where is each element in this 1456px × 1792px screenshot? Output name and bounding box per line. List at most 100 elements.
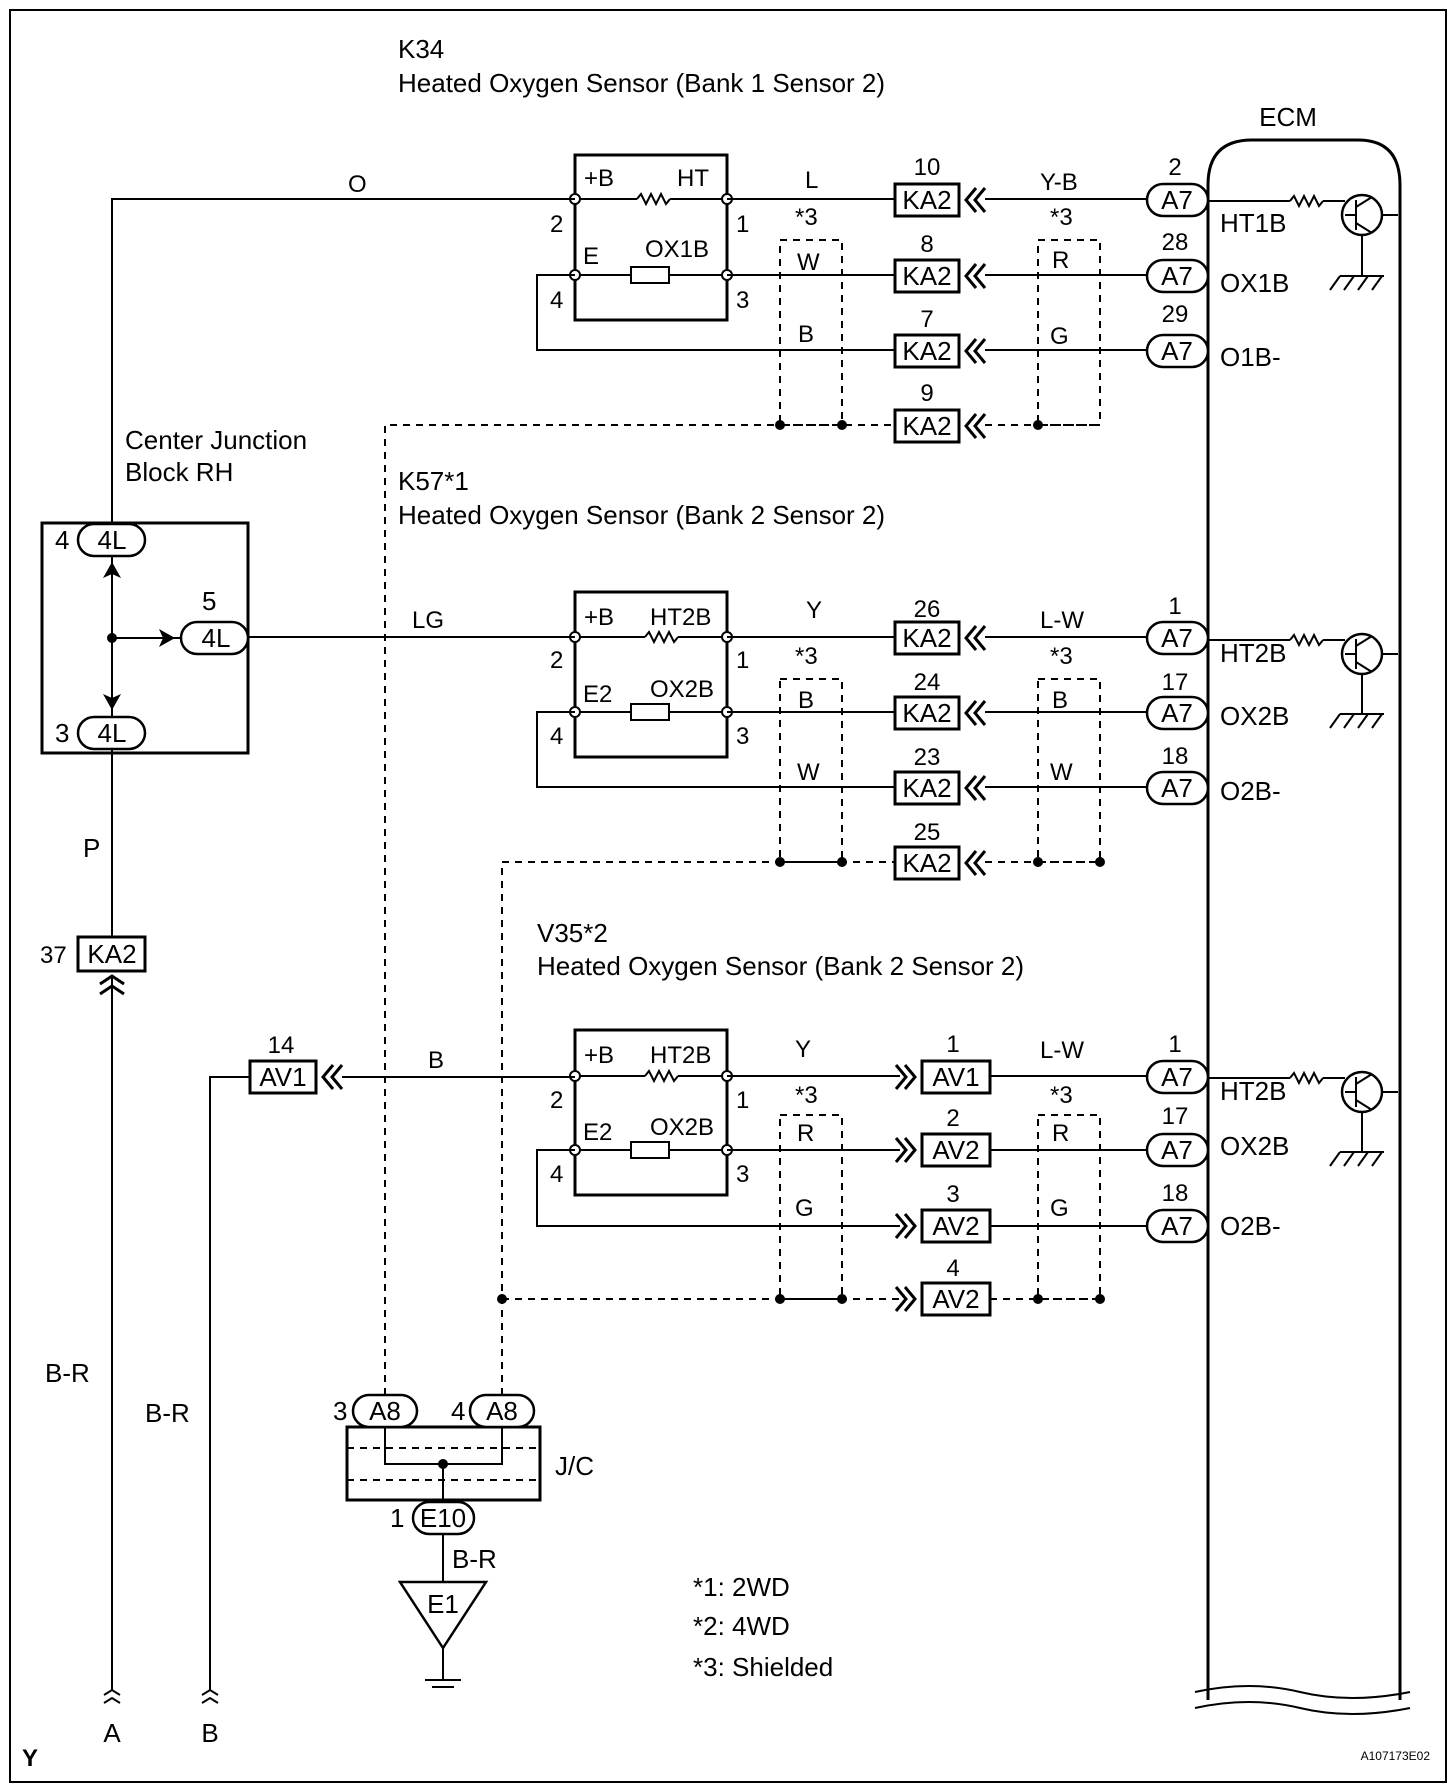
wire-b-v35: B	[428, 1047, 444, 1074]
av2-connector-3: AV2 3	[894, 1181, 992, 1244]
cjb-pin-4: 4	[55, 525, 69, 555]
ka2-connector-37: KA2 37	[40, 935, 147, 996]
ka2-connector-8: KA2 8	[893, 231, 987, 294]
a7-pin: 28	[1162, 229, 1189, 256]
av2-connector-4: AV2 4	[894, 1255, 992, 1317]
wire-l: L	[805, 167, 818, 194]
ka2-pin: 7	[920, 306, 933, 333]
v35-ox2b-label: OX2B	[650, 1114, 714, 1141]
ecm-o1b-label: O1B-	[1220, 342, 1281, 372]
transistor-icon-bank2-v35	[1329, 1070, 1398, 1167]
ka2-pin: 25	[914, 819, 941, 846]
ka2-connector-26: KA2 26	[893, 596, 987, 656]
a8-label-3: A8	[369, 1396, 401, 1426]
av-pin: 3	[946, 1181, 959, 1208]
k34-plusb-label: +B	[584, 165, 614, 192]
v35-pin3: 3	[736, 1161, 749, 1188]
ka2-label: KA2	[87, 939, 136, 969]
av1-label: AV1	[259, 1062, 306, 1092]
ka2-pin: 9	[920, 380, 933, 407]
ka2-pin: 8	[920, 231, 933, 258]
ecm-box: ECM	[1194, 102, 1411, 1715]
note-shielded: *3: Shielded	[693, 1652, 833, 1682]
ka2-label: KA2	[902, 773, 951, 803]
wire-lw-v35: L-W	[1040, 1037, 1084, 1064]
k57-plusb-label: +B	[584, 604, 614, 631]
ecm-o2b-label-k57: O2B-	[1220, 776, 1281, 806]
a7-label: A7	[1161, 185, 1193, 215]
k34-ht-label: HT	[677, 165, 709, 192]
ka2-pin: 26	[914, 596, 941, 623]
wire-o: O	[348, 171, 367, 198]
junction-connector-jc: A8 3 A8 4 J/C	[333, 1393, 594, 1502]
ka2-label: KA2	[902, 623, 951, 653]
ka2-pin: 23	[914, 744, 941, 771]
k57-name: Heated Oxygen Sensor (Bank 2 Sensor 2)	[398, 500, 885, 530]
k57-ox2b-label: OX2B	[650, 676, 714, 703]
k57-pin4: 4	[550, 723, 563, 750]
cjb-4l-mid: 4L	[202, 623, 231, 653]
ka2-connector-24: KA2 24	[893, 669, 987, 731]
e10-connector: E10 1	[390, 1500, 476, 1536]
shield-label-v35-left: *3	[795, 1082, 818, 1109]
wire-w-k34: W	[797, 249, 820, 276]
cjb-label-1: Center Junction	[125, 425, 307, 455]
v35-pin2: 2	[550, 1087, 563, 1114]
av2-label: AV2	[932, 1284, 979, 1314]
a7-label: A7	[1161, 698, 1193, 728]
ka2-connector-25: KA2 25	[893, 819, 987, 881]
av1-label: AV1	[932, 1062, 979, 1092]
shield-label-k57-left: *3	[795, 643, 818, 670]
a7-label: A7	[1161, 336, 1193, 366]
v35-pin4: 4	[550, 1161, 563, 1188]
a7-connector-1-k57: A7 1	[1145, 593, 1210, 656]
ecm-label: ECM	[1259, 102, 1317, 132]
k34-id: K34	[398, 34, 444, 64]
note-4wd: *2: 4WD	[693, 1611, 790, 1641]
k57-e2-label: E2	[583, 681, 612, 708]
cjb-4l-top: 4L	[98, 525, 127, 555]
ka2-pin: 24	[914, 669, 941, 696]
ka2-label: KA2	[902, 261, 951, 291]
ka2-connector-23: KA2 23	[893, 744, 987, 806]
offpage-a: A	[103, 1718, 121, 1748]
wire-yb: Y-B	[1040, 169, 1078, 196]
ground-e1-label: E1	[427, 1589, 459, 1619]
ka2-connector-7: KA2 7	[893, 306, 987, 369]
ka2-label: KA2	[902, 336, 951, 366]
a7-connector-2: A7 2	[1145, 154, 1210, 218]
a7-pin: 17	[1162, 1103, 1189, 1130]
av1-connector-1: AV1 1	[894, 1031, 992, 1095]
a7-label: A7	[1161, 1211, 1193, 1241]
center-junction-block: 4L 4 4L 5 4L 3	[40, 521, 250, 755]
ecm-ox1b-label: OX1B	[1220, 268, 1289, 298]
a7-connector-17-v35: A7 17	[1145, 1103, 1210, 1168]
figure-id: A107173E02	[1361, 1749, 1431, 1763]
a7-label: A7	[1161, 1135, 1193, 1165]
v35-name: Heated Oxygen Sensor (Bank 2 Sensor 2)	[537, 951, 1024, 981]
a7-pin: 1	[1168, 593, 1181, 620]
a8-pin-4: 4	[451, 1396, 465, 1426]
a8-label-4: A8	[486, 1396, 518, 1426]
a7-connector-18-k57: A7 18	[1145, 743, 1210, 806]
wire-y-v35: Y	[795, 1036, 811, 1063]
k57-pin2: 2	[550, 647, 563, 674]
cjb-label-2: Block RH	[125, 457, 233, 487]
note-2wd: *1: 2WD	[693, 1572, 790, 1602]
ecm-ht2b-label-v35: HT2B	[1220, 1076, 1286, 1106]
v35-id: V35*2	[537, 918, 608, 948]
shield-label-k34-left: *3	[795, 204, 818, 231]
v35-e2-label: E2	[583, 1119, 612, 1146]
a7-label: A7	[1161, 773, 1193, 803]
cjb-pin-3: 3	[55, 718, 69, 748]
k34-pin1: 1	[736, 211, 749, 238]
ka2-pin: 37	[40, 942, 67, 969]
corner-mark: Y	[22, 1745, 38, 1772]
a7-pin: 18	[1162, 743, 1189, 770]
wire-g-v35: G	[795, 1195, 814, 1222]
transistor-icon-bank1	[1329, 193, 1398, 291]
ecm-ht2b-label-k57: HT2B	[1220, 638, 1286, 668]
cjb-pin-5: 5	[202, 586, 216, 616]
offpage-b: B	[201, 1718, 218, 1748]
